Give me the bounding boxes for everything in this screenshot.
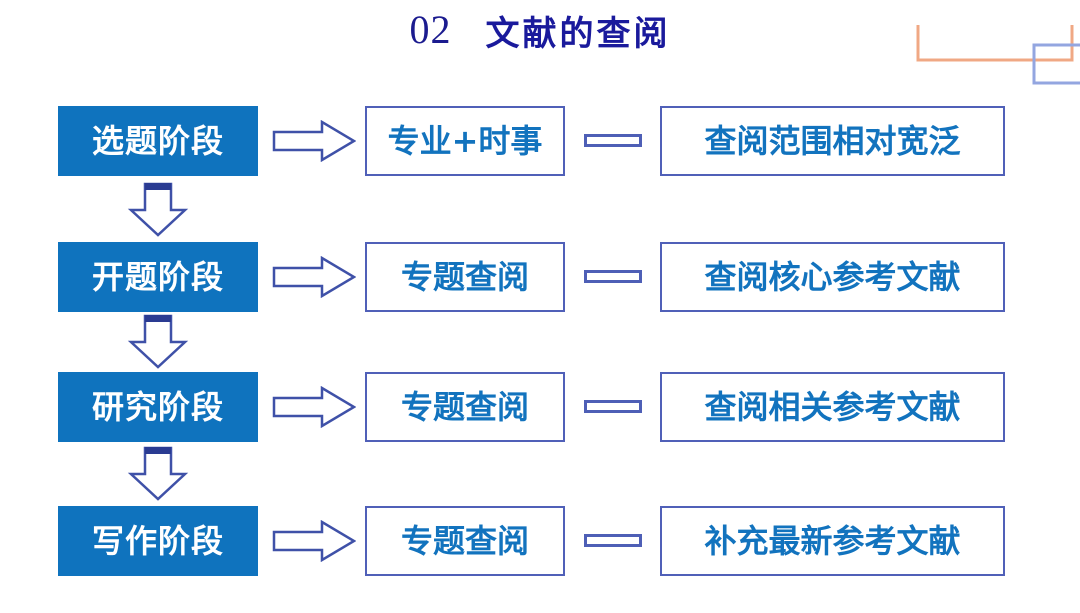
method-box[interactable]: 专题查阅 — [365, 506, 565, 576]
flow-row: 开题阶段 专题查阅 查阅核心参考文献 — [0, 242, 1080, 312]
right-arrow-icon — [272, 519, 357, 563]
method-label: 专业+时事 — [387, 122, 543, 160]
right-arrow-icon — [272, 385, 357, 429]
title-number: 02 — [409, 7, 452, 52]
down-arrow-icon — [127, 444, 189, 502]
scope-box[interactable]: 补充最新参考文献 — [660, 506, 1005, 576]
stage-box[interactable]: 研究阶段 — [58, 372, 258, 442]
scope-label: 查阅核心参考文献 — [704, 258, 961, 296]
stage-box[interactable]: 写作阶段 — [58, 506, 258, 576]
method-label: 专题查阅 — [400, 522, 529, 560]
title-text: 文献的查阅 — [485, 13, 671, 54]
down-arrow-icon — [127, 312, 189, 370]
stage-label: 写作阶段 — [91, 522, 224, 560]
method-box[interactable]: 专业+时事 — [365, 106, 565, 176]
connector-bar-icon — [584, 134, 642, 147]
right-arrow-icon — [272, 119, 357, 163]
scope-box[interactable]: 查阅核心参考文献 — [660, 242, 1005, 312]
method-label: 专题查阅 — [400, 258, 529, 296]
scope-box[interactable]: 查阅范围相对宽泛 — [660, 106, 1005, 176]
stage-label: 开题阶段 — [91, 258, 224, 296]
connector-bar-icon — [584, 400, 642, 413]
method-box[interactable]: 专题查阅 — [365, 372, 565, 442]
flow-row: 研究阶段 专题查阅 查阅相关参考文献 — [0, 372, 1080, 442]
stage-label: 选题阶段 — [91, 122, 224, 160]
method-label: 专题查阅 — [400, 388, 529, 426]
scope-label: 查阅范围相对宽泛 — [704, 122, 961, 160]
method-box[interactable]: 专题查阅 — [365, 242, 565, 312]
right-arrow-icon — [272, 255, 357, 299]
scope-label: 查阅相关参考文献 — [704, 388, 961, 426]
stage-label: 研究阶段 — [91, 388, 224, 426]
stage-box[interactable]: 开题阶段 — [58, 242, 258, 312]
connector-bar-icon — [584, 534, 642, 547]
flow-row: 选题阶段 专业+时事 查阅范围相对宽泛 — [0, 106, 1080, 176]
stage-box[interactable]: 选题阶段 — [58, 106, 258, 176]
flow-row: 写作阶段 专题查阅 补充最新参考文献 — [0, 506, 1080, 576]
scope-label: 补充最新参考文献 — [704, 522, 961, 560]
page-title: 02 文献的查阅 — [0, 2, 1080, 58]
down-arrow-icon — [127, 180, 189, 238]
scope-box[interactable]: 查阅相关参考文献 — [660, 372, 1005, 442]
connector-bar-icon — [584, 270, 642, 283]
